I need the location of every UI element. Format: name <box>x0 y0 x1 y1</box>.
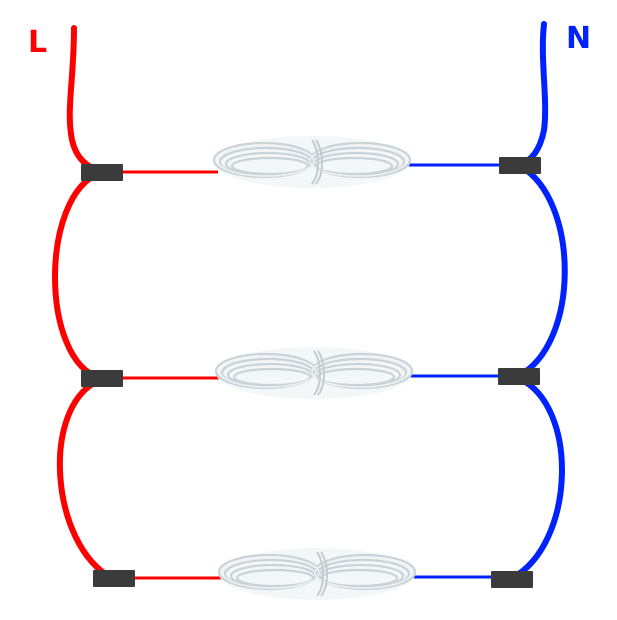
live-connector-1 <box>81 164 123 181</box>
live-bus <box>52 25 115 581</box>
heating-cable-coil-3 <box>217 548 417 600</box>
heating-cable-coil-2 <box>214 347 414 399</box>
neutral-loop-upper <box>515 163 568 379</box>
heating-cable-coil-1 <box>212 136 412 188</box>
neutral-loop-lower <box>509 375 565 581</box>
neutral-bus <box>509 21 568 581</box>
branch-leads <box>120 163 500 580</box>
live-connector-2 <box>81 370 123 387</box>
live-loop-lower <box>56 377 115 581</box>
connectors <box>81 157 541 588</box>
neutral-connector-1 <box>499 157 541 174</box>
neutral-feed-wire <box>517 21 549 168</box>
live-feed-wire <box>66 25 103 175</box>
live-loop-upper <box>52 170 103 381</box>
neutral-connector-2 <box>498 368 540 385</box>
neutral-connector-3 <box>491 571 533 588</box>
live-terminal-label: L <box>28 25 47 60</box>
live-connector-3 <box>93 570 135 587</box>
neutral-terminal-label: N <box>566 21 591 56</box>
